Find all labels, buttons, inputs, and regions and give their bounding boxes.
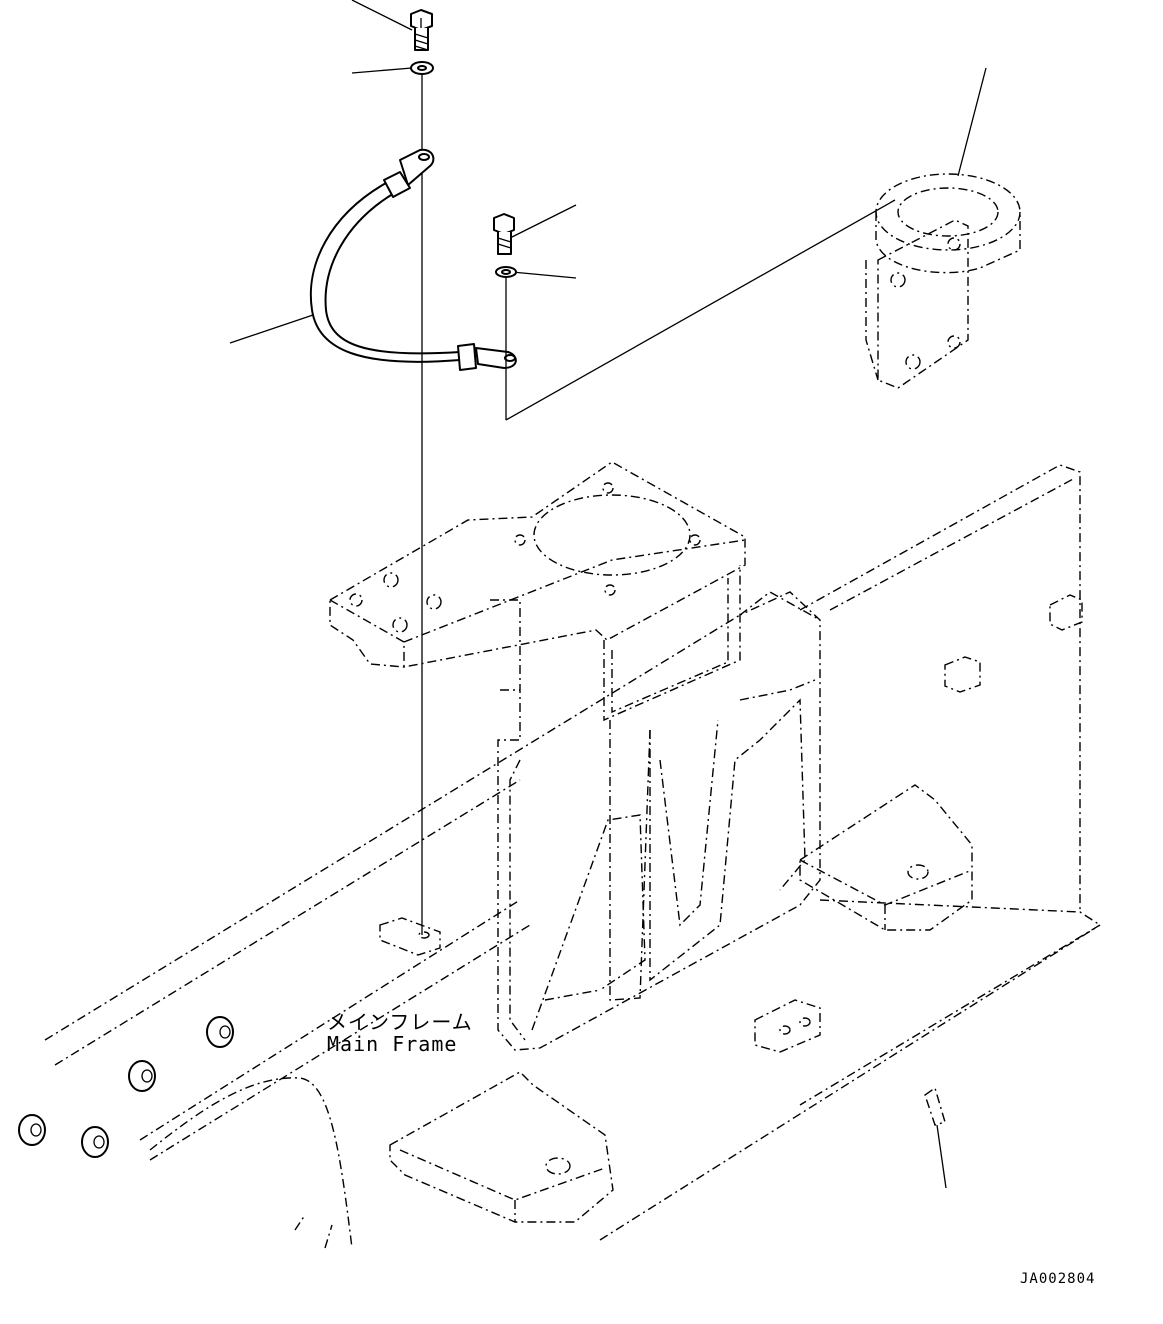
washer-top-icon xyxy=(410,61,434,75)
main-frame-label-japanese: メインフレーム xyxy=(327,1010,473,1034)
ring-bracket-icon xyxy=(865,173,1021,389)
main-frame-body xyxy=(44,461,1102,1249)
bolt-top-icon xyxy=(410,9,433,51)
main-frame-label-english: Main Frame xyxy=(327,1032,458,1056)
drawing-code: JA002804 xyxy=(1020,1271,1096,1287)
washer-middle-icon xyxy=(495,266,517,278)
mounting-reference-line xyxy=(505,199,896,421)
bolt-middle-icon xyxy=(493,213,515,255)
spacer-bushing-icon xyxy=(18,1016,234,1158)
ground-cable-icon xyxy=(309,148,517,371)
leader-lines xyxy=(229,0,987,1189)
